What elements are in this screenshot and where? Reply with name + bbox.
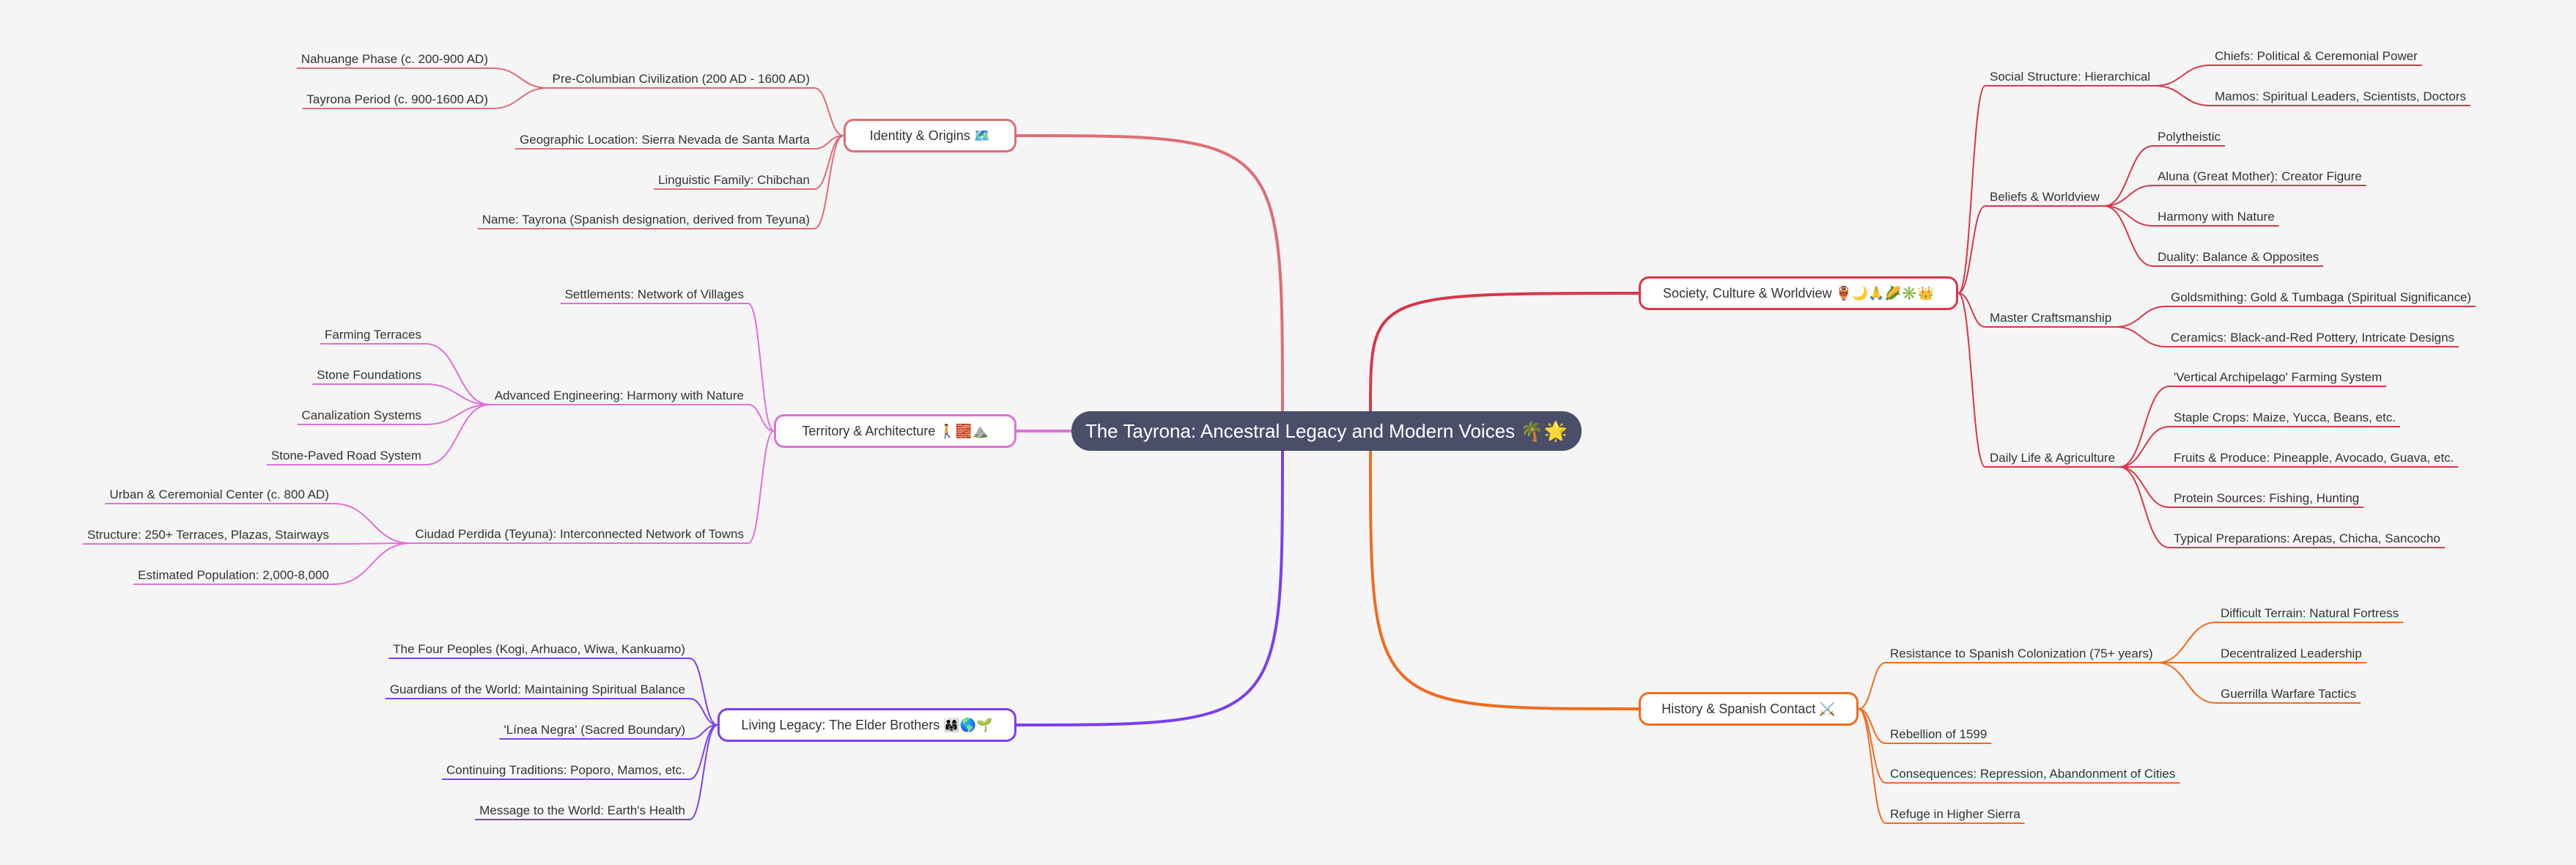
link-leaf-preparations: [2119, 466, 2170, 548]
trunk-branch-history: [1369, 450, 1639, 710]
link-leaf-settlements: [748, 303, 775, 432]
link-leaf-resistance: [1858, 662, 1886, 710]
link-leaf-refuge: [1858, 708, 1886, 824]
link-leaf-stone-foundations: [425, 383, 490, 405]
leaf-structure[interactable]: Structure: 250+ Terraces, Plazas, Stairw…: [87, 528, 329, 542]
leaf-consequences[interactable]: Consequences: Repression, Abandonment of…: [1890, 767, 2176, 781]
leaf-guardians[interactable]: Guardians of the World: Maintaining Spir…: [389, 682, 685, 696]
link-leaf-staple-crops: [2119, 426, 2170, 468]
link-leaf-ceramics: [2116, 326, 2167, 347]
link-leaf-daily-life: [1957, 292, 1986, 468]
trunk-branch-society: [1369, 292, 1639, 412]
leaf-preparations[interactable]: Typical Preparations: Arepas, Chicha, Sa…: [2174, 531, 2440, 545]
link-leaf-urban-center: [333, 503, 411, 544]
link-leaf-aluna: [2103, 185, 2154, 207]
link-leaf-harmony-nature: [2103, 205, 2154, 227]
link-leaf-farming-terraces: [425, 343, 490, 405]
leaf-settlements[interactable]: Settlements: Network of Villages: [564, 287, 744, 301]
link-leaf-guerrilla: [2157, 662, 2217, 704]
link-leaf-nahuange-phase: [492, 67, 548, 89]
branch-history[interactable]: History & Spanish Contact ⚔️: [1639, 692, 1859, 726]
link-leaf-goldsmithing: [2116, 306, 2167, 328]
leaf-pre-columbian[interactable]: Pre-Columbian Civilization (200 AD - 160…: [552, 72, 811, 86]
link-leaf-stone-paved-roads: [425, 404, 490, 465]
branch-identity[interactable]: Identity & Origins 🗺️: [844, 119, 1016, 152]
link-leaf-four-peoples: [689, 658, 718, 726]
leaf-continuing-traditions[interactable]: Continuing Traditions: Poporo, Mamos, et…: [446, 763, 685, 777]
branch-territory[interactable]: Territory & Architecture 🚶🧱⛰️: [774, 414, 1016, 448]
link-leaf-canalization: [425, 404, 490, 425]
leaf-duality[interactable]: Duality: Balance & Opposites: [2158, 250, 2319, 264]
leaf-canalization[interactable]: Canalization Systems: [301, 408, 421, 422]
link-leaf-beliefs: [1957, 205, 1986, 294]
leaf-linguistic-family[interactable]: Linguistic Family: Chibchan: [658, 173, 810, 187]
link-leaf-name-tayrona: [813, 135, 844, 229]
link-leaf-structure: [333, 542, 411, 545]
trunk-branch-legacy: [1016, 450, 1284, 726]
leaf-fruits[interactable]: Fruits & Produce: Pineapple, Avocado, Gu…: [2174, 451, 2454, 465]
leaf-social-structure[interactable]: Social Structure: Hierarchical: [1990, 70, 2151, 84]
root-node[interactable]: The Tayrona: Ancestral Legacy and Modern…: [1071, 411, 1582, 451]
leaf-advanced-engineering[interactable]: Advanced Engineering: Harmony with Natur…: [494, 389, 744, 402]
leaf-stone-paved-roads[interactable]: Stone-Paved Road System: [270, 449, 421, 463]
link-leaf-vertical-archipelago: [2119, 386, 2170, 468]
leaf-decentralized[interactable]: Decentralized Leadership: [2221, 647, 2362, 660]
link-leaf-population: [333, 542, 411, 585]
link-leaf-mamos: [2155, 85, 2211, 106]
link-leaf-craftsmanship: [1957, 292, 1986, 328]
link-leaf-polytheistic: [2103, 145, 2154, 207]
link-leaf-duality: [2103, 205, 2154, 267]
leaf-craftsmanship[interactable]: Master Craftsmanship: [1990, 311, 2112, 325]
leaf-nahuange-phase[interactable]: Nahuange Phase (c. 200-900 AD): [300, 52, 488, 66]
leaf-daily-life[interactable]: Daily Life & Agriculture: [1990, 451, 2116, 465]
leaf-mamos[interactable]: Mamos: Spiritual Leaders, Scientists, Do…: [2215, 89, 2466, 103]
trunk-branch-identity: [1016, 134, 1284, 412]
leaf-guerrilla[interactable]: Guerrilla Warfare Tactics: [2221, 687, 2357, 701]
leaf-resistance[interactable]: Resistance to Spanish Colonization (75+ …: [1890, 647, 2153, 660]
link-leaf-message-world: [689, 724, 718, 820]
link-leaf-social-structure: [1957, 85, 1986, 294]
leaf-message-world[interactable]: Message to the World: Earth's Health: [479, 803, 685, 817]
link-leaf-rebellion: [1858, 708, 1886, 744]
link-leaf-guardians: [689, 698, 718, 726]
link-leaf-protein: [2119, 466, 2170, 508]
link-leaf-advanced-engineering: [748, 404, 775, 432]
leaf-polytheistic[interactable]: Polytheistic: [2158, 130, 2221, 144]
link-leaf-tayrona-period: [492, 87, 548, 109]
link-leaf-difficult-terrain: [2157, 622, 2217, 663]
leaf-population[interactable]: Estimated Population: 2,000-8,000: [138, 568, 329, 582]
leaf-goldsmithing[interactable]: Goldsmithing: Gold & Tumbaga (Spiritual …: [2171, 290, 2472, 304]
leaf-protein[interactable]: Protein Sources: Fishing, Hunting: [2174, 491, 2360, 505]
leaf-beliefs[interactable]: Beliefs & Worldview: [1990, 190, 2100, 204]
leaf-four-peoples[interactable]: The Four Peoples (Kogi, Arhuaco, Wiwa, K…: [393, 642, 685, 656]
link-leaf-ciudad-perdida: [748, 430, 775, 544]
link-leaf-pre-columbian: [813, 87, 844, 136]
leaf-farming-terraces[interactable]: Farming Terraces: [325, 328, 421, 342]
leaf-urban-center[interactable]: Urban & Ceremonial Center (c. 800 AD): [109, 487, 329, 501]
leaf-name-tayrona[interactable]: Name: Tayrona (Spanish designation, deri…: [481, 213, 810, 227]
leaf-ciudad-perdida[interactable]: Ciudad Perdida (Teyuna): Interconnected …: [415, 527, 744, 541]
leaf-aluna[interactable]: Aluna (Great Mother): Creator Figure: [2158, 169, 2362, 183]
leaf-stone-foundations[interactable]: Stone Foundations: [317, 368, 421, 382]
branch-legacy[interactable]: Living Legacy: The Elder Brothers 👨‍👩‍👧🌎…: [717, 708, 1016, 742]
leaf-chiefs[interactable]: Chiefs: Political & Ceremonial Power: [2215, 49, 2418, 63]
leaf-geographic-location[interactable]: Geographic Location: Sierra Nevada de Sa…: [520, 133, 810, 147]
leaf-ceramics[interactable]: Ceramics: Black-and-Red Pottery, Intrica…: [2171, 331, 2455, 345]
leaf-rebellion[interactable]: Rebellion of 1599: [1890, 727, 1988, 741]
leaf-linea-negra[interactable]: 'Línea Negra' (Sacred Boundary): [503, 723, 685, 737]
link-leaf-chiefs: [2155, 65, 2211, 86]
leaf-vertical-archipelago[interactable]: 'Vertical Archipelago' Farming System: [2174, 370, 2383, 384]
leaf-tayrona-period[interactable]: Tayrona Period (c. 900-1600 AD): [306, 92, 488, 106]
branch-society[interactable]: Society, Culture & Worldview 🏺🌙🙏🌽✳️👑: [1639, 276, 1958, 310]
leaf-difficult-terrain[interactable]: Difficult Terrain: Natural Fortress: [2221, 606, 2399, 620]
leaf-refuge[interactable]: Refuge in Higher Sierra: [1890, 807, 2020, 821]
leaf-staple-crops[interactable]: Staple Crops: Maize, Yucca, Beans, etc.: [2174, 411, 2396, 424]
leaf-harmony-nature[interactable]: Harmony with Nature: [2158, 210, 2275, 224]
